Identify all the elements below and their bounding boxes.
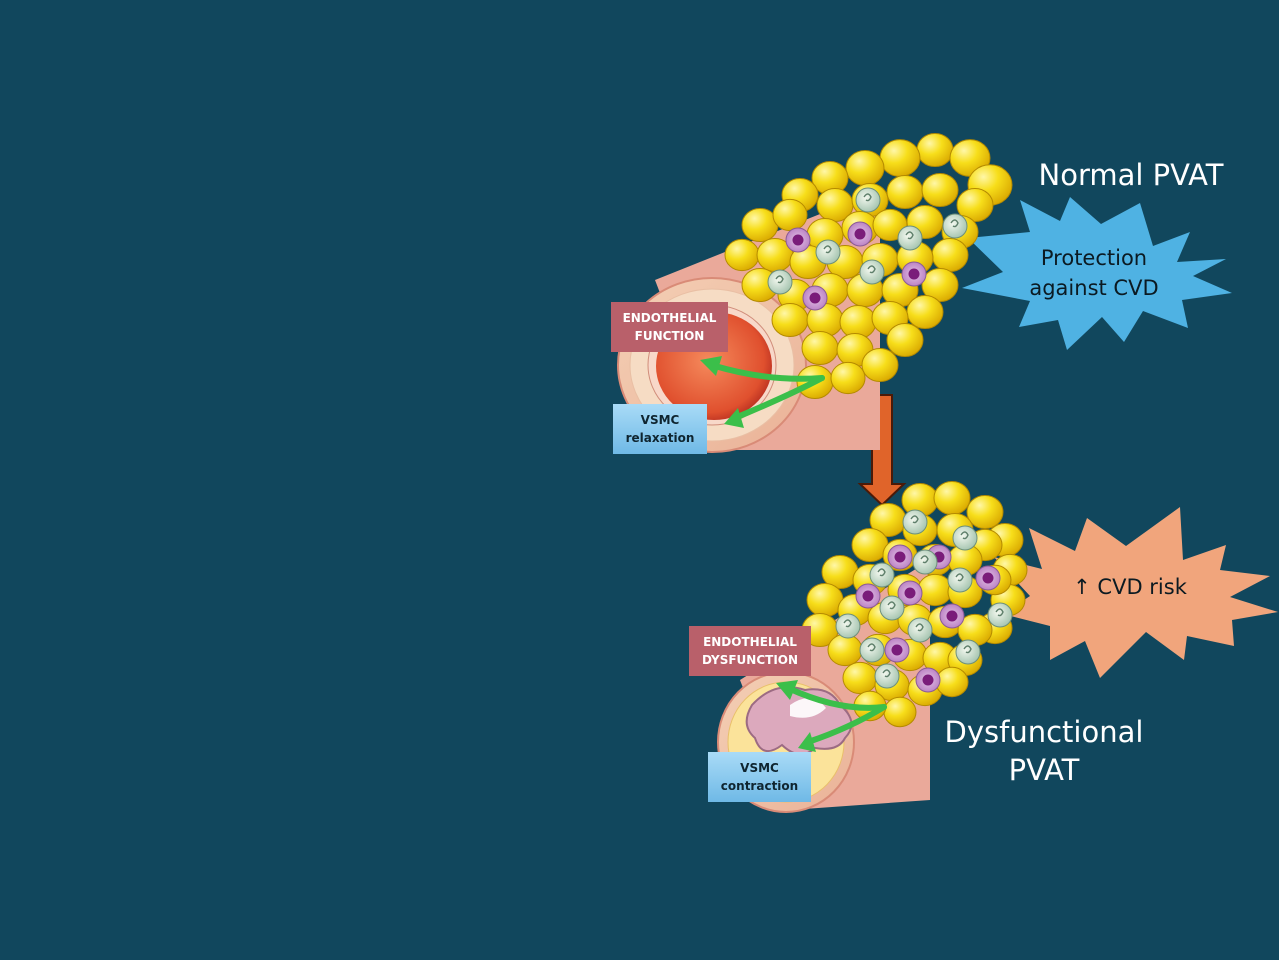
immune-cell-nucleus xyxy=(905,231,914,240)
immune-cell-nucleus xyxy=(882,669,891,678)
cvd-risk-label: ↑ CVD risk xyxy=(1073,575,1187,599)
fat-cell xyxy=(931,237,969,273)
dysfunctional-fat-cluster xyxy=(801,480,1028,728)
endothelial-function-line1: ENDOTHELIAL xyxy=(622,311,717,325)
macrophage-nucleus xyxy=(904,587,916,599)
risk-burst xyxy=(994,507,1278,678)
macrophage-nucleus xyxy=(854,228,866,240)
fat-cell xyxy=(879,139,921,177)
macrophage-nucleus xyxy=(792,234,804,246)
fat-cell xyxy=(724,238,760,272)
transition-arrow xyxy=(857,394,907,507)
macrophage-nucleus xyxy=(982,572,994,584)
arrowhead-vsmc-dys xyxy=(798,732,816,752)
immune-cell-nucleus xyxy=(915,623,924,632)
normal-effect-arrows xyxy=(712,363,825,421)
immune-cell-nucleus xyxy=(863,193,872,202)
arrowhead-vsmc-normal xyxy=(724,408,744,428)
fat-cell xyxy=(966,494,1004,530)
arrowhead-endothelial-dys xyxy=(776,680,798,700)
fat-cell xyxy=(845,150,885,186)
endothelial-dysfunction-line1: ENDOTHELIAL xyxy=(703,635,797,649)
fat-cell xyxy=(933,480,971,516)
macrophage-nucleus xyxy=(809,292,821,304)
endothelial-function-box: ENDOTHELIAL FUNCTION xyxy=(611,302,728,352)
fat-cell xyxy=(772,198,808,232)
immune-cell-nucleus xyxy=(995,608,1004,617)
immune-cell-nucleus xyxy=(775,275,784,284)
fat-cell xyxy=(771,302,809,338)
protection-burst-label: Protection against CVD xyxy=(1014,243,1174,303)
endothelial-function-line2: FUNCTION xyxy=(634,329,705,343)
fat-cell xyxy=(842,661,878,695)
protection-line2: against CVD xyxy=(1029,276,1159,300)
fat-cell xyxy=(801,330,839,366)
vsmc-relaxation-line1: VSMC xyxy=(640,413,680,427)
dys-effect-arrows xyxy=(785,685,887,745)
endothelial-dysfunction-line2: DYSFUNCTION xyxy=(701,653,799,667)
vsmc-relaxation-box: VSMC relaxation xyxy=(613,404,707,454)
fat-cell xyxy=(827,633,863,667)
vsmc-relaxation-line2: relaxation xyxy=(625,431,695,445)
protection-line1: Protection xyxy=(1040,246,1148,270)
immune-cell-nucleus xyxy=(867,265,876,274)
dysfunctional-title-line2: PVAT xyxy=(1008,753,1080,787)
fat-cell xyxy=(956,187,994,223)
immune-cell-nucleus xyxy=(910,515,919,524)
macrophage-nucleus xyxy=(862,590,874,602)
immune-cell-nucleus xyxy=(867,643,876,652)
vsmc-contraction-box: VSMC contraction xyxy=(708,752,811,802)
immune-cell-nucleus xyxy=(823,245,832,254)
fat-cell xyxy=(883,696,917,728)
fat-cell xyxy=(916,132,954,168)
macrophage-nucleus xyxy=(922,674,934,686)
immune-cell-nucleus xyxy=(920,555,929,564)
normal-fat-cluster xyxy=(724,132,1013,400)
macrophage-nucleus xyxy=(946,610,958,622)
fat-cell xyxy=(861,347,899,383)
macrophage-nucleus xyxy=(891,644,903,656)
fat-cell xyxy=(935,666,969,698)
endothelial-dysfunction-box: ENDOTHELIAL DYSFUNCTION xyxy=(689,626,811,676)
fat-cell xyxy=(886,174,924,210)
fat-cell xyxy=(886,322,924,358)
macrophage-nucleus xyxy=(908,268,920,280)
immune-cell-nucleus xyxy=(963,645,972,654)
fat-cell xyxy=(830,361,866,395)
immune-cell-nucleus xyxy=(960,531,969,540)
immune-cell-nucleus xyxy=(955,573,964,582)
fat-cell xyxy=(921,267,959,303)
immune-cell-nucleus xyxy=(877,568,886,577)
vsmc-contraction-line2: contraction xyxy=(720,779,799,793)
immune-cell-nucleus xyxy=(843,619,852,628)
normal-pvat-title: Normal PVAT xyxy=(1038,158,1224,192)
immune-cell-nucleus xyxy=(950,219,959,228)
immune-cell-nucleus xyxy=(887,601,896,610)
fat-cell xyxy=(921,172,959,208)
arrowhead-endothelial-normal xyxy=(700,356,722,376)
plaque-lumen xyxy=(745,686,853,756)
vsmc-contraction-line1: VSMC xyxy=(740,761,779,775)
fat-cell xyxy=(917,573,953,607)
dysfunctional-title-line1: Dysfunctional xyxy=(944,715,1144,749)
dysfunctional-pvat-title: Dysfunctional PVAT xyxy=(938,713,1150,789)
protection-burst xyxy=(962,197,1232,350)
fat-cell xyxy=(906,294,944,330)
macrophage-nucleus xyxy=(894,551,906,563)
